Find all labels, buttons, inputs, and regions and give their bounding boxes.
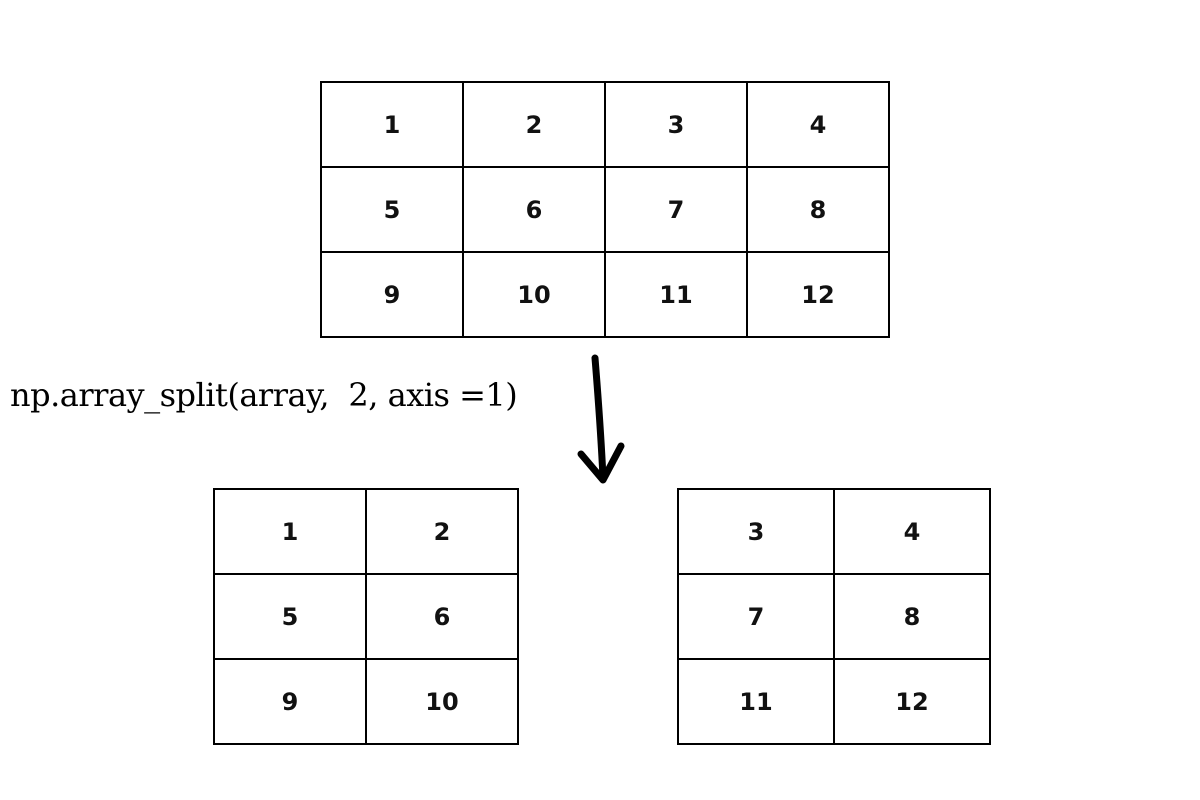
table-row: 11 12 bbox=[677, 658, 991, 745]
table-row: 9 10 11 12 bbox=[320, 251, 890, 338]
array-cell: 4 bbox=[833, 488, 991, 575]
table-row: 5 6 bbox=[213, 573, 519, 660]
array-cell: 11 bbox=[604, 251, 748, 338]
array-cell: 1 bbox=[213, 488, 367, 575]
array-cell: 8 bbox=[746, 166, 890, 253]
array-cell: 7 bbox=[604, 166, 748, 253]
array-cell: 10 bbox=[365, 658, 519, 745]
array-cell: 1 bbox=[320, 81, 464, 168]
table-row: 1 2 3 4 bbox=[320, 81, 890, 168]
split-result-right-table: 3 4 7 8 11 12 bbox=[677, 488, 991, 745]
table-row: 1 2 bbox=[213, 488, 519, 575]
table-row: 7 8 bbox=[677, 573, 991, 660]
array-cell: 10 bbox=[462, 251, 606, 338]
down-arrow-icon bbox=[577, 354, 625, 484]
array-cell: 5 bbox=[320, 166, 464, 253]
array-cell: 5 bbox=[213, 573, 367, 660]
array-cell: 3 bbox=[604, 81, 748, 168]
array-cell: 6 bbox=[462, 166, 606, 253]
array-cell: 12 bbox=[746, 251, 890, 338]
array-cell: 6 bbox=[365, 573, 519, 660]
array-cell: 3 bbox=[677, 488, 835, 575]
array-cell: 11 bbox=[677, 658, 835, 745]
table-row: 3 4 bbox=[677, 488, 991, 575]
split-result-left-table: 1 2 5 6 9 10 bbox=[213, 488, 519, 745]
array-cell: 4 bbox=[746, 81, 890, 168]
array-cell: 12 bbox=[833, 658, 991, 745]
array-cell: 9 bbox=[213, 658, 367, 745]
table-row: 9 10 bbox=[213, 658, 519, 745]
array-cell: 7 bbox=[677, 573, 835, 660]
operation-label: np.array_split(array, 2, axis =1) bbox=[10, 376, 518, 414]
array-cell: 2 bbox=[462, 81, 606, 168]
array-cell: 9 bbox=[320, 251, 464, 338]
table-row: 5 6 7 8 bbox=[320, 166, 890, 253]
array-cell: 2 bbox=[365, 488, 519, 575]
array-cell: 8 bbox=[833, 573, 991, 660]
source-array-table: 1 2 3 4 5 6 7 8 9 10 11 12 bbox=[320, 81, 890, 338]
